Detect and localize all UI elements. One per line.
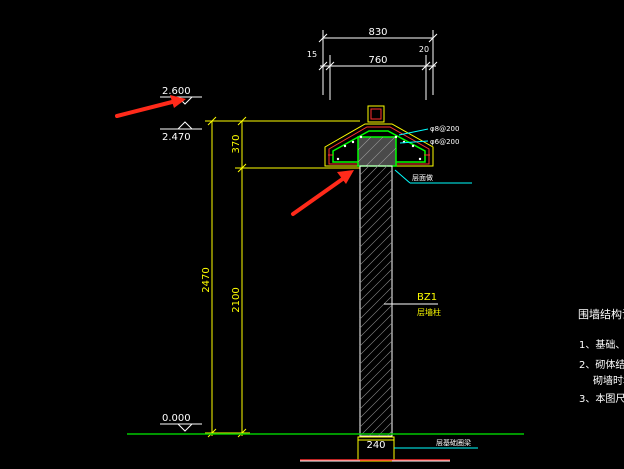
column-hatch-line [359,187,393,221]
base-width-label: 240 [366,440,385,451]
column-hatch-line [359,322,393,356]
column-hatch-line [359,165,370,176]
red-arrow-cap [291,170,354,216]
column-hatch-line [359,250,393,284]
column-name-label: 层墙柱 [417,307,441,317]
rebar-leaders [394,128,472,184]
column-hatch-line [359,268,393,302]
dim-total-height: 2470 [201,267,212,292]
notes-item-2b: 砌墙时墙 [593,374,624,387]
red-arrow-elevation [115,95,186,118]
elevation-cap-label: 2.470 [162,132,191,143]
column-hatch-line [359,169,393,203]
column-hatch-line [359,304,393,338]
vertical-dimension-lines [205,116,360,438]
column-hatch-line [359,394,393,428]
base-beam[interactable] [300,436,450,462]
column-hatch-line [359,295,393,329]
notes-item-1: 1、基础、板 [579,338,624,351]
column-hatch-line [359,349,393,383]
elevation-ground-label: 0.000 [162,413,191,424]
dim-inner-width: 760 [368,55,387,66]
rebar-lower-label: φ6@200 [430,138,459,146]
column-hatch-line [359,165,379,185]
elevation-marks [160,96,202,432]
notes-panel: 围墙结构说明 1、基础、板 2、砌体结构 砌墙时墙 3、本图尺寸 [578,307,624,405]
column-hatch-line [359,403,393,437]
column-hatch-line [359,205,393,239]
notes-item-3: 3、本图尺寸 [579,392,624,405]
column-hatch-line [359,331,393,365]
dim-column-height: 2100 [231,287,242,312]
cap-note-label: 层面做 [412,173,433,182]
column-hatch-line [359,286,393,320]
column-hatch-line [368,412,393,437]
column-hatch-line [359,232,393,266]
column-hatch-line [359,241,393,275]
beam-note-label: 层基础圈梁 [436,438,471,447]
column-hatch-line [359,340,393,374]
rebar-upper-label: φ8@200 [430,125,459,133]
column-hatch-line [359,259,393,293]
elevation-top-label: 2.600 [162,86,191,97]
column-hatch-line [359,376,393,410]
column-hatch-line [359,313,393,347]
column-hatch-line [359,367,393,401]
column-hatch-line [359,358,393,392]
column-hatch-line [359,214,393,248]
dim-cap-height: 370 [231,134,242,153]
column-code-label: BZ1 [417,292,437,303]
column-shaft[interactable] [359,165,393,437]
top-dimension-group [318,30,438,100]
column-hatch-line [359,196,393,230]
column-hatch-line [359,277,393,311]
column-hatch-line [359,165,388,194]
dim-left-offset: 15 [307,50,317,59]
column-hatch-line [359,223,393,257]
column-hatch-line [359,178,393,212]
notes-title: 围墙结构说明 [578,307,624,321]
dim-right-offset: 20 [419,45,429,54]
notes-item-2: 2、砌体结构 [579,358,624,371]
wall-cap[interactable] [324,105,434,167]
column-hatch-line [359,385,393,419]
dim-overall-width: 830 [368,27,387,38]
